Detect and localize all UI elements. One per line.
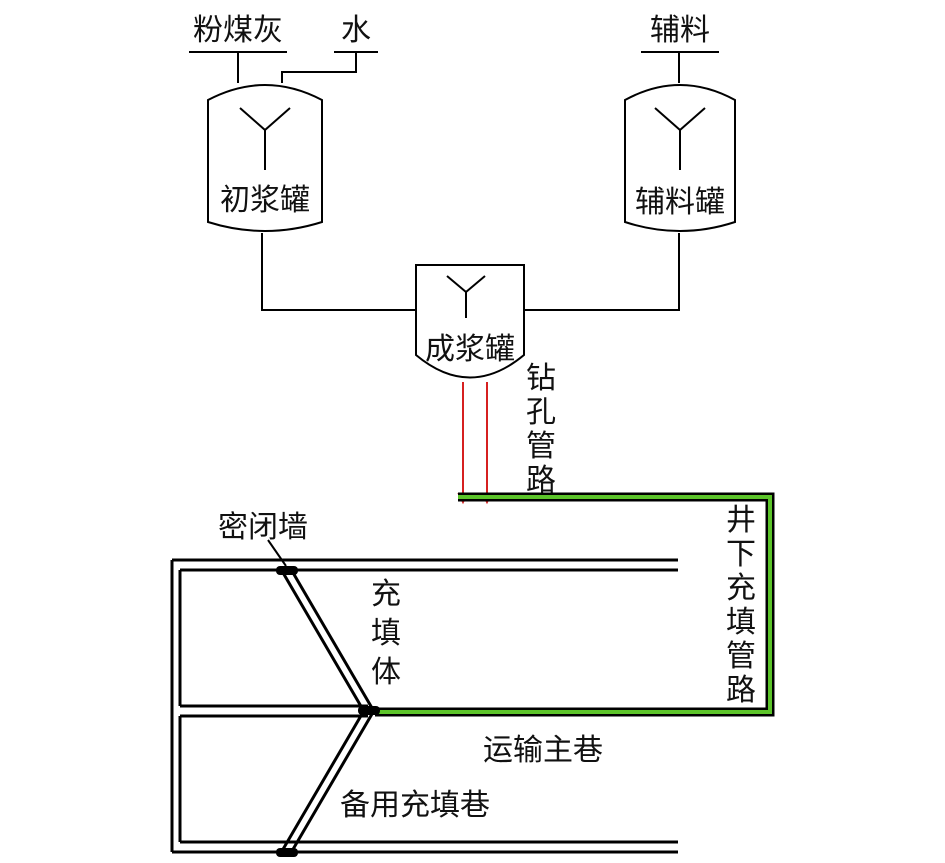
seal-walls [276,566,380,857]
underground-char: 充 [726,571,756,606]
borehole-char: 路 [526,463,556,498]
auxiliary-tank: 辅料罐 [624,84,736,232]
main-haulage-label: 运输主巷 [483,733,603,768]
fill-body-char: 体 [371,655,401,690]
borehole-pipe-label: 钻 孔 管 路 [526,361,556,498]
final-slurry-tank-label: 成浆罐 [425,332,515,367]
agitator-icon [654,107,706,170]
initial-slurry-tank-label: 初浆罐 [220,183,310,218]
fly-ash-label: 粉煤灰 [193,13,283,48]
auxiliary-input-label: 辅料 [650,13,710,48]
borehole-char: 孔 [526,395,556,430]
underground-char: 井 [726,503,756,538]
roadways [170,558,678,854]
tank-connections [261,233,680,311]
borehole-char: 管 [526,429,556,464]
water-label: 水 [341,13,371,48]
initial-slurry-tank: 初浆罐 [207,84,323,232]
backup-fill-roadway-label: 备用充填巷 [340,788,490,823]
underground-char: 填 [726,605,756,640]
borehole-pipes [457,382,493,505]
final-slurry-tank: 成浆罐 [415,264,525,379]
seal-wall-label: 密闭墙 [218,510,308,545]
seal-wall-leader [267,539,287,567]
underground-char: 下 [726,537,756,572]
underground-char: 路 [726,673,756,708]
auxiliary-tank-label: 辅料罐 [635,185,725,220]
borehole-char: 钻 [526,361,556,396]
underground-pipe-label: 井 下 充 填 管 路 [726,503,756,708]
feed-lines [189,51,719,83]
underground-fill-pipe [375,492,775,717]
agitator-icon [239,107,291,170]
agitator-icon [446,275,486,318]
fill-body-label: 充 填 体 [371,577,401,690]
fill-body-char: 充 [371,577,401,612]
underground-char: 管 [726,639,756,674]
fill-body-char: 填 [371,616,401,651]
